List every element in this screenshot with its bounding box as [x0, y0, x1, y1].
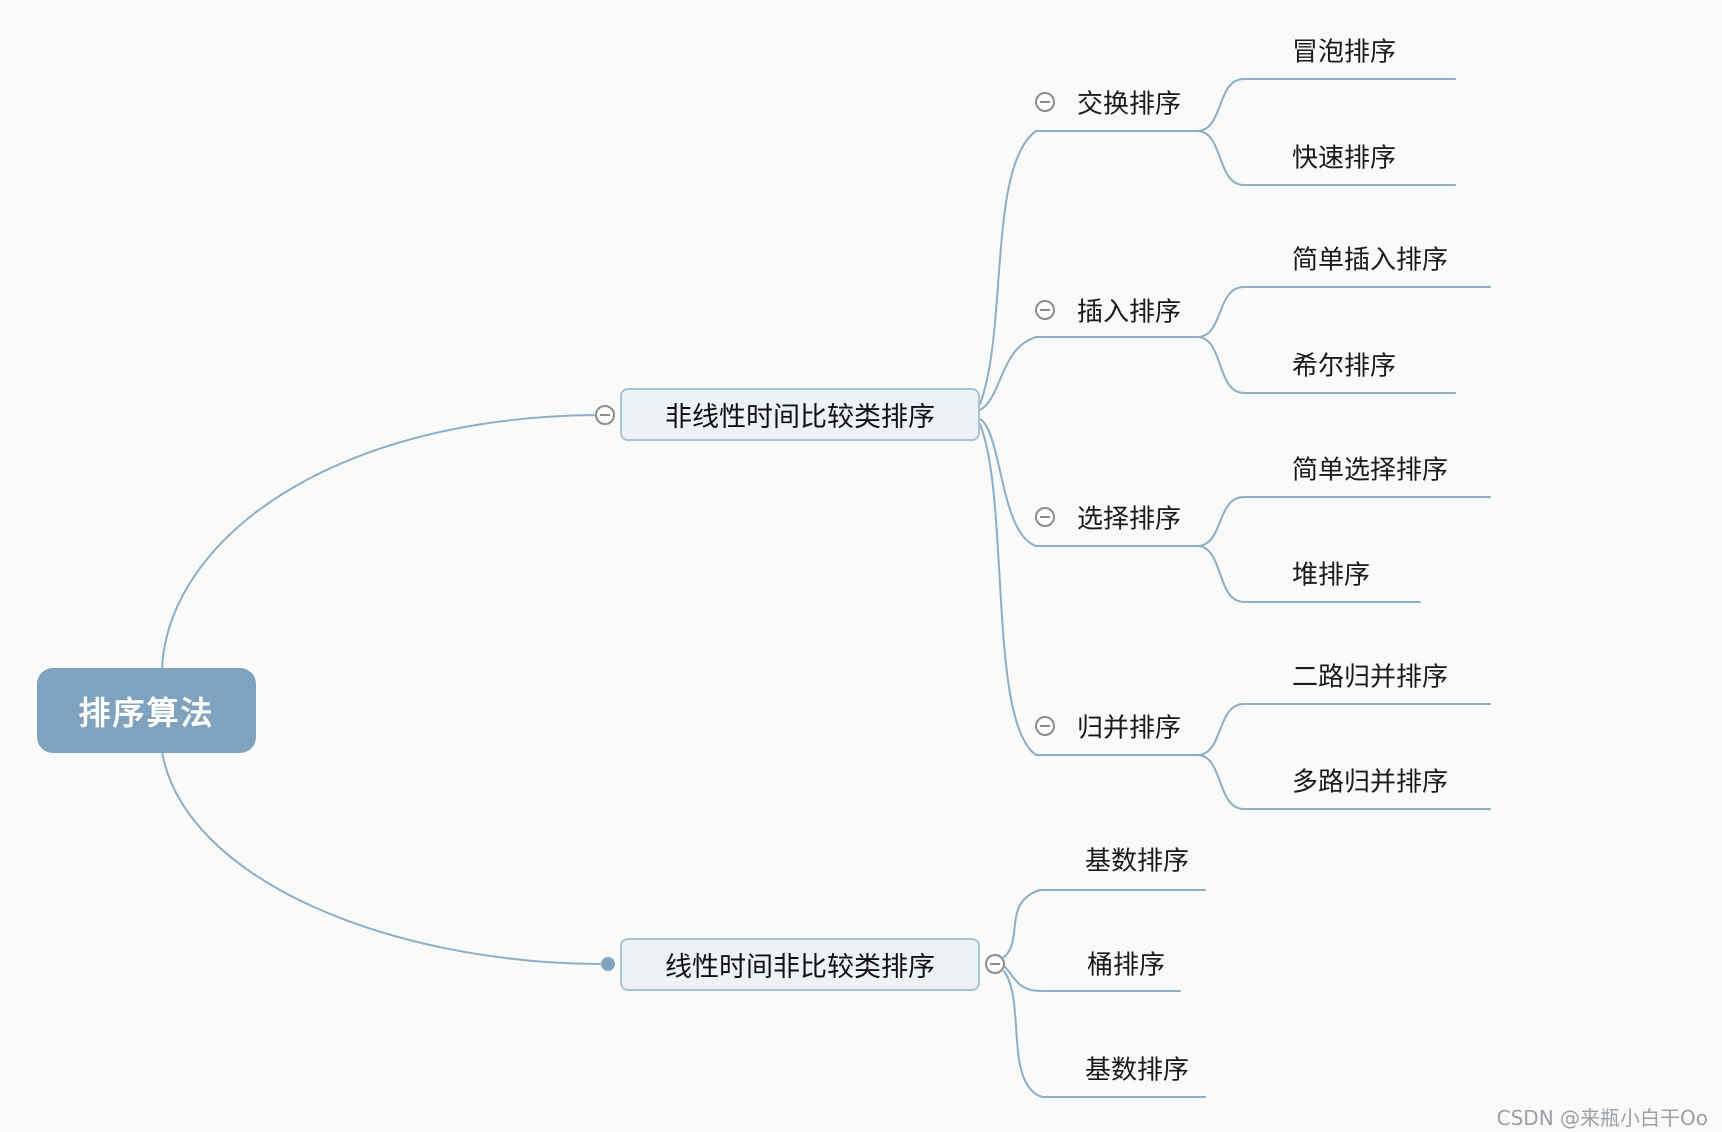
connector-root-to-nonlinear: [161, 414, 595, 670]
minus-icon: [1040, 309, 1050, 311]
connector-exchange-to-bubble: [1196, 78, 1456, 132]
connector-exchange-to-quick: [1196, 130, 1456, 186]
minus-icon: [1040, 516, 1050, 518]
connector-merge-to-two-way: [1196, 703, 1491, 756]
leaf-node-bubble-sort[interactable]: 冒泡排序: [1292, 37, 1397, 68]
root-node[interactable]: 排序算法: [37, 668, 256, 753]
node-marker-dot-icon: [601, 957, 615, 971]
connector-linear-to-radix-top: [1003, 889, 1206, 958]
minus-icon: [1040, 725, 1050, 727]
category-node-merge[interactable]: 归并排序: [1077, 713, 1182, 744]
connector-selection-to-simple-selection: [1196, 496, 1491, 547]
minus-icon: [600, 414, 610, 416]
connector-nonlinear-to-selection: [979, 418, 1198, 547]
connector-insertion-to-shell: [1196, 336, 1456, 394]
category-node-exchange[interactable]: 交换排序: [1077, 89, 1182, 120]
collapse-icon-exchange[interactable]: [1035, 92, 1055, 112]
connector-merge-to-multi-way: [1196, 754, 1491, 810]
leaf-node-simple-selection-sort[interactable]: 简单选择排序: [1292, 455, 1449, 486]
connector-nonlinear-to-insertion: [979, 336, 1198, 411]
branch-node-label: 线性时间非比较类排序: [665, 952, 935, 983]
connector-root-to-linear: [161, 751, 601, 965]
leaf-node-simple-insertion-sort[interactable]: 简单插入排序: [1292, 245, 1449, 276]
minus-icon: [1040, 101, 1050, 103]
collapse-icon-merge[interactable]: [1035, 716, 1055, 736]
leaf-node-radix-sort-top[interactable]: 基数排序: [1085, 846, 1190, 877]
connector-nonlinear-to-exchange: [979, 130, 1198, 405]
category-node-insertion[interactable]: 插入排序: [1077, 297, 1182, 328]
leaf-node-heap-sort[interactable]: 堆排序: [1292, 560, 1371, 591]
connector-linear-to-radix-bottom: [1003, 970, 1206, 1098]
watermark: CSDN @来瓶小白干Oo: [1496, 1106, 1708, 1130]
connector-nonlinear-to-merge: [979, 423, 1198, 756]
leaf-node-radix-sort-bottom[interactable]: 基数排序: [1085, 1055, 1190, 1086]
collapse-icon-insertion[interactable]: [1035, 300, 1055, 320]
collapse-icon-linear[interactable]: [985, 954, 1005, 974]
connector-selection-to-heap: [1196, 545, 1421, 603]
collapse-icon-selection[interactable]: [1035, 507, 1055, 527]
leaf-node-two-way-merge-sort[interactable]: 二路归并排序: [1292, 662, 1449, 693]
leaf-node-shell-sort[interactable]: 希尔排序: [1292, 351, 1397, 382]
branch-node-linear[interactable]: 线性时间非比较类排序: [620, 938, 980, 991]
connector-insertion-to-simple-insertion: [1196, 286, 1491, 338]
leaf-node-quick-sort[interactable]: 快速排序: [1292, 143, 1397, 174]
leaf-node-multi-way-merge-sort[interactable]: 多路归并排序: [1292, 767, 1449, 798]
branch-node-nonlinear[interactable]: 非线性时间比较类排序: [620, 388, 980, 441]
category-node-selection[interactable]: 选择排序: [1077, 504, 1182, 535]
branch-node-label: 非线性时间比较类排序: [665, 402, 935, 433]
root-node-label: 排序算法: [78, 693, 215, 732]
leaf-node-bucket-sort[interactable]: 桶排序: [1087, 950, 1166, 981]
connector-linear-to-bucket: [1004, 966, 1181, 992]
minus-icon: [990, 963, 1000, 965]
collapse-icon-nonlinear[interactable]: [595, 405, 615, 425]
